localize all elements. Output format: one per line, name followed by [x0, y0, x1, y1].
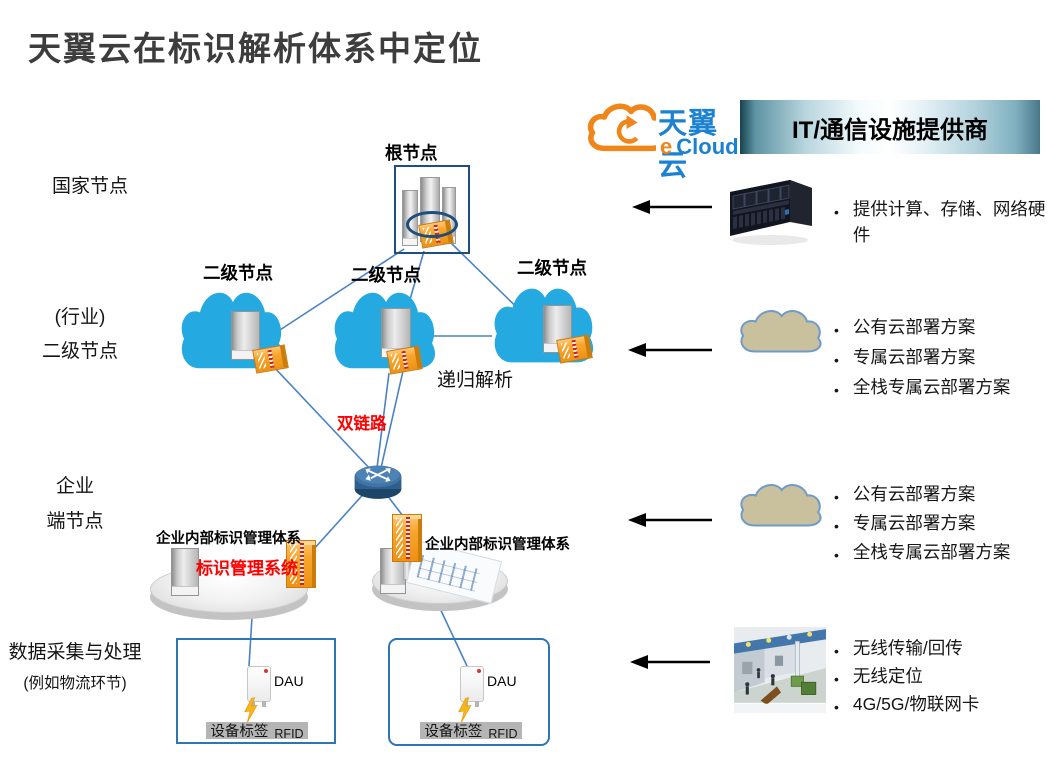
root-node-box [394, 165, 470, 254]
secondary-cloud-2 [328, 283, 442, 377]
provider-header: IT/通信设施提供商 [740, 100, 1040, 154]
bullet-item: 全栈专属云部署方案 [834, 538, 1011, 567]
cloud-arrow-icon [587, 103, 656, 152]
bullet-item: 公有云部署方案 [834, 480, 1010, 509]
secondary-node-label-3: 二级节点 [517, 258, 587, 278]
enterprise-platform-right: 企业内部标识管理体系 [372, 500, 572, 612]
server-icon [231, 311, 260, 360]
dau-box-right: DAU 设备标签 RFID [388, 638, 550, 746]
bullet-item: 4G/5G/物联网卡 [834, 690, 979, 718]
provider-bullets-1: 提供计算、存储、网络硬件 [834, 196, 1059, 248]
rfid-label: RFID [274, 726, 304, 741]
recursive-resolution-label: 递归解析 [437, 370, 514, 391]
logo-brand-text: 天翼云 [658, 108, 719, 182]
cloud-icon [736, 298, 826, 364]
enterprise-platform-left: 企业内部标识管理体系 标识管理系统 [148, 518, 334, 624]
root-node-label: 根节点 [385, 143, 438, 163]
bullet-item: 提供计算、存储、网络硬件 [834, 196, 1059, 248]
tier-label-data-line2: (例如物流环节) [23, 675, 127, 692]
tier-label-industry-line2: 二级节点 [41, 341, 118, 362]
dau-box-left: DAU 设备标签 RFID [176, 638, 336, 744]
cloud-icon [736, 470, 826, 540]
identifier-device-icon [286, 540, 316, 588]
server-icon [171, 548, 199, 596]
rfid-label: RFID [488, 726, 518, 741]
provider-bullets-4: 无线传输/回传 无线定位 4G/5G/物联网卡 [834, 634, 979, 718]
lightning-icon [244, 696, 258, 723]
device-tag-label: 设备标签 [424, 724, 483, 740]
router-icon [351, 459, 405, 501]
bullet-item: 全栈专属云部署方案 [834, 372, 1011, 402]
warehouse-icon [734, 626, 826, 714]
device-tag-label: 设备标签 [210, 724, 269, 740]
root-ring-icon [406, 211, 458, 238]
bullet-item: 专属云部署方案 [834, 342, 1010, 372]
provider-bullets-2: 公有云部署方案 专属云部署方案 全栈专属云部署方案 [834, 312, 1011, 402]
enterprise-right-title: 企业内部标识管理体系 [425, 537, 570, 553]
secondary-node-label-1: 二级节点 [203, 263, 273, 283]
dau-label: DAU [487, 673, 517, 689]
tier-label-national: 国家节点 [51, 176, 128, 197]
device-tag-bar: 设备标签 RFID [206, 722, 308, 741]
secondary-node-label-2: 二级节点 [351, 265, 421, 285]
identifier-mgmt-system-label: 标识管理系统 [196, 559, 298, 578]
bullet-item: 专属云部署方案 [834, 509, 1010, 538]
page-title: 天翼云在标识解析体系中定位 [28, 30, 483, 67]
dau-device-icon [247, 666, 271, 707]
enterprise-left-title: 企业内部标识管理体系 [156, 531, 301, 547]
bullet-item: 无线定位 [834, 662, 979, 690]
server-rack-icon [724, 176, 818, 246]
identifier-device-icon [392, 514, 422, 562]
dual-link-label: 双链路 [337, 415, 387, 433]
provider-bullets-3: 公有云部署方案 专属云部署方案 全栈专属云部署方案 [834, 480, 1011, 567]
lightning-icon [458, 696, 472, 723]
tier-label-industry-line1: (行业) [54, 307, 106, 328]
dau-label: DAU [274, 673, 304, 689]
bullet-item: 无线传输/回传 [834, 634, 979, 662]
tier-label-data-line1: 数据采集与处理 [8, 642, 142, 663]
tier-label-enterprise-line2: 端节点 [46, 511, 104, 532]
tier-label-enterprise-line1: 企业 [55, 476, 94, 497]
bullet-item: 公有云部署方案 [834, 312, 1010, 342]
device-tag-bar: 设备标签 RFID [420, 722, 522, 741]
